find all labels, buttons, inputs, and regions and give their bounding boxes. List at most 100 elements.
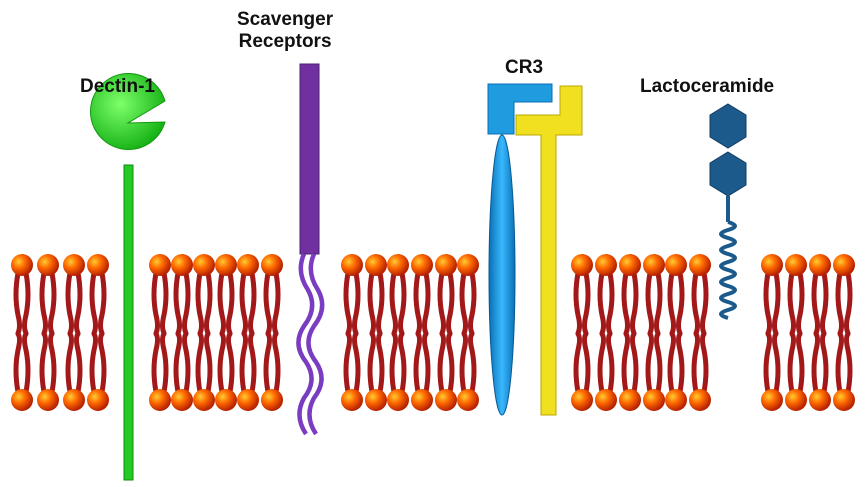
lipid-tail bbox=[811, 270, 820, 336]
lipid-head bbox=[387, 254, 409, 276]
cr3-label: CR3 bbox=[505, 57, 544, 78]
lipid-tail bbox=[606, 270, 615, 336]
lipid-tail bbox=[13, 270, 22, 336]
lipid-tail bbox=[772, 331, 781, 395]
lipid-tail bbox=[173, 331, 182, 395]
lipid-head bbox=[643, 389, 665, 411]
lipid-tail bbox=[248, 331, 257, 395]
lipid-head bbox=[665, 254, 687, 276]
lipid-tail bbox=[204, 270, 213, 336]
lipid-head bbox=[63, 254, 85, 276]
lipid-tail bbox=[398, 331, 407, 395]
lipid-head bbox=[149, 389, 171, 411]
lipid-tail bbox=[39, 331, 48, 395]
lipid-tail bbox=[248, 270, 257, 336]
lipid-head bbox=[833, 254, 855, 276]
lipid-tail bbox=[654, 331, 663, 395]
lipid-tail bbox=[352, 270, 361, 336]
lactoceramide bbox=[709, 103, 747, 320]
lipid-tail bbox=[263, 331, 272, 395]
lipid-tail bbox=[422, 270, 431, 336]
lipid-tail bbox=[459, 270, 468, 336]
lipid-tail bbox=[796, 270, 805, 336]
lipid-tail bbox=[787, 270, 796, 336]
lipid-bilayer bbox=[11, 254, 855, 411]
lipid-tail bbox=[835, 270, 844, 336]
dectin-1-head bbox=[90, 73, 166, 150]
lactoceramide-tail bbox=[719, 220, 737, 320]
lipid-tail bbox=[630, 270, 639, 336]
lipid-head bbox=[785, 389, 807, 411]
lipid-tail bbox=[22, 270, 31, 336]
lipid-head bbox=[619, 389, 641, 411]
lipid-tail bbox=[89, 331, 98, 395]
lipid-tail bbox=[468, 270, 477, 336]
lipid-tail bbox=[446, 331, 455, 395]
cr3-alpha-chain bbox=[488, 134, 516, 416]
lipid-head bbox=[689, 254, 711, 276]
lipid-head bbox=[435, 254, 457, 276]
lipid-tail bbox=[160, 331, 169, 395]
lipid-tail bbox=[182, 331, 191, 395]
lipid-head bbox=[365, 389, 387, 411]
lipid-tail bbox=[413, 270, 422, 336]
lipid-tail bbox=[691, 331, 700, 395]
lipid-head bbox=[171, 389, 193, 411]
lipid-tail bbox=[621, 331, 630, 395]
lipid-head bbox=[809, 254, 831, 276]
lipid-tail bbox=[606, 331, 615, 395]
lipid-tail bbox=[343, 331, 352, 395]
lipid-tail bbox=[48, 331, 57, 395]
lipid-head bbox=[387, 389, 409, 411]
lipid-tail bbox=[352, 331, 361, 395]
lipid-head bbox=[457, 254, 479, 276]
lipid-head bbox=[37, 254, 59, 276]
lipid-tail bbox=[89, 270, 98, 336]
lipid-tail bbox=[676, 331, 685, 395]
lipid-tail bbox=[367, 331, 376, 395]
lipid-tail bbox=[667, 331, 676, 395]
lipid-tail bbox=[422, 331, 431, 395]
lipid-tail bbox=[263, 270, 272, 336]
lipid-head bbox=[665, 389, 687, 411]
lipid-tail bbox=[630, 331, 639, 395]
lipid-tail bbox=[811, 331, 820, 395]
lipid-tail bbox=[772, 270, 781, 336]
lipid-tail bbox=[151, 331, 160, 395]
lipid-tail bbox=[239, 270, 248, 336]
lipid-head bbox=[785, 254, 807, 276]
lipid-head bbox=[571, 389, 593, 411]
dectin-1-receptor bbox=[90, 73, 166, 481]
lipid-tail bbox=[597, 270, 606, 336]
lipid-tail bbox=[787, 331, 796, 395]
lipid-tail bbox=[582, 331, 591, 395]
lipid-head bbox=[435, 389, 457, 411]
lipid-tail bbox=[151, 270, 160, 336]
lipid-head bbox=[149, 254, 171, 276]
lipid-tail bbox=[39, 270, 48, 336]
lipid-head bbox=[193, 389, 215, 411]
lipid-tail bbox=[48, 270, 57, 336]
lipid-head bbox=[37, 389, 59, 411]
lipid-head bbox=[215, 389, 237, 411]
lipid-head bbox=[619, 254, 641, 276]
lipid-head bbox=[365, 254, 387, 276]
lipid-tail bbox=[844, 270, 853, 336]
lipid-tail bbox=[217, 270, 226, 336]
lipid-head bbox=[193, 254, 215, 276]
lipid-head bbox=[171, 254, 193, 276]
scavenger-label-line-2: Receptors bbox=[238, 31, 332, 52]
dectin-1-label: Dectin-1 bbox=[80, 76, 155, 97]
scavenger-receptor-rod bbox=[299, 63, 320, 255]
lactoceramide-sugar-2 bbox=[709, 151, 747, 197]
lipid-tail bbox=[204, 331, 213, 395]
scavenger-tail-2 bbox=[306, 253, 325, 436]
lipid-tail bbox=[272, 331, 281, 395]
lipid-head bbox=[761, 254, 783, 276]
lipid-tail bbox=[376, 270, 385, 336]
lipid-tail bbox=[597, 331, 606, 395]
lipid-tail bbox=[645, 331, 654, 395]
lipid-head bbox=[87, 389, 109, 411]
